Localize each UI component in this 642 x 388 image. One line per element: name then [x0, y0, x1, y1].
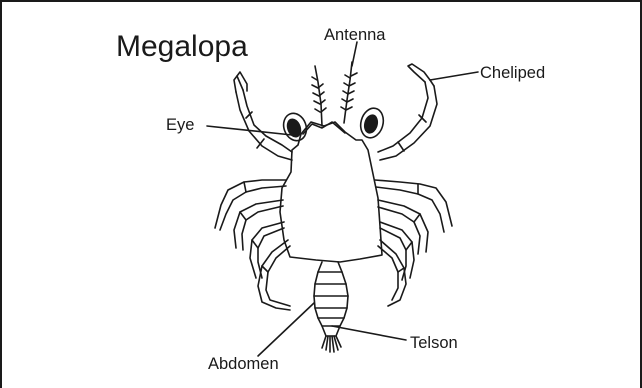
cheliped-label: Cheliped	[480, 64, 545, 83]
telson-leader	[332, 326, 406, 340]
cheliped-right	[378, 64, 437, 160]
carapace	[280, 122, 382, 262]
telson-label: Telson	[410, 334, 458, 353]
cheliped-leader	[430, 72, 478, 80]
eye-leader	[207, 126, 292, 135]
walking-legs-right	[375, 180, 452, 306]
diagram-title: Megalopa	[116, 30, 248, 64]
abdomen	[314, 262, 348, 326]
abdomen-label: Abdomen	[208, 355, 279, 374]
antenna-leader	[352, 42, 357, 66]
eye-label: Eye	[166, 116, 194, 135]
antenna-label: Antenna	[324, 26, 385, 45]
abdomen-leader	[258, 303, 314, 356]
walking-legs-left	[215, 180, 290, 310]
antenna-right	[341, 62, 357, 123]
telson	[322, 326, 341, 352]
cheliped-left	[234, 72, 292, 160]
antenna-left	[312, 66, 326, 126]
